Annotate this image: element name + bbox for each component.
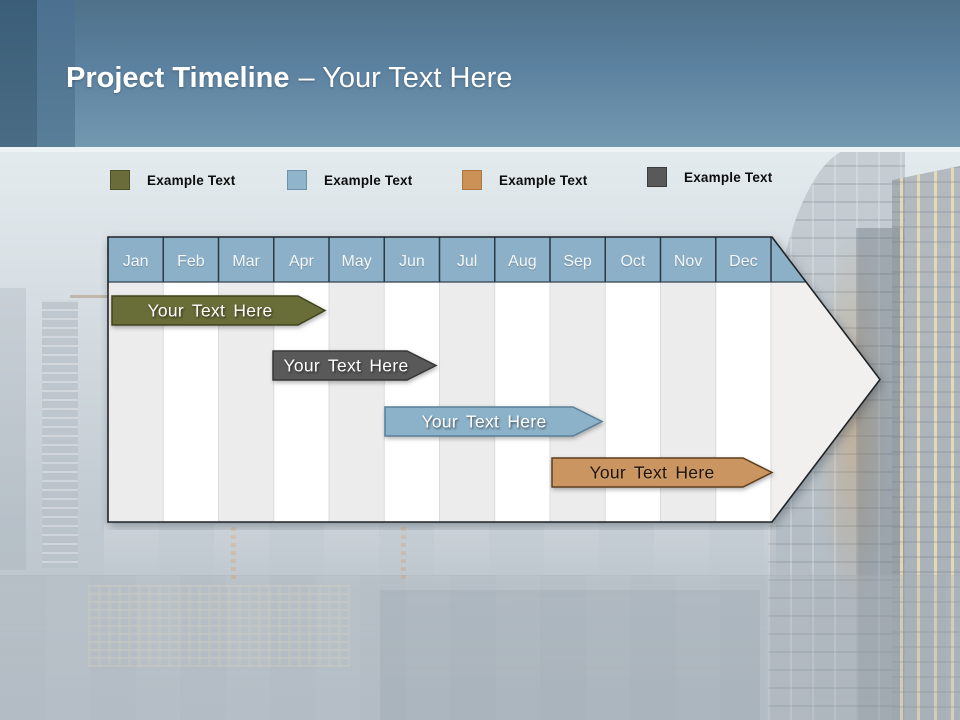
bg-lit-windows — [88, 585, 350, 667]
legend-label: Example Text — [147, 172, 236, 188]
month-header-band — [108, 237, 808, 282]
legend-item-1[interactable]: Example Text — [110, 168, 235, 192]
header-cell-dividers — [162, 237, 772, 282]
month-label: Aug — [508, 253, 536, 270]
bg-bottom-skyline — [0, 575, 960, 720]
legend-swatch-gray — [647, 167, 667, 187]
timeline-bar-3[interactable]: Your Text Here — [384, 406, 604, 437]
legend-item-3[interactable]: Example Text — [462, 168, 587, 192]
legend-item-2[interactable]: Example Text — [287, 168, 412, 192]
bar-arrow-shape[interactable] — [551, 457, 774, 488]
month-label: Feb — [177, 253, 205, 270]
bar-label[interactable]: Your Text Here — [148, 301, 273, 321]
legend-item-4[interactable]: Example Text — [647, 165, 772, 189]
month-label: Sep — [563, 253, 592, 270]
month-label: Jul — [457, 253, 477, 270]
month-label: May — [341, 253, 371, 270]
bg-left-tower — [42, 300, 78, 568]
header-accent-strip-light — [37, 0, 75, 147]
month-labels: Jan Feb Mar Apr May Jun Jul Aug Sep Oct … — [123, 253, 758, 270]
legend-label: Example Text — [684, 169, 773, 185]
slide-header: Project Timeline– Your Text Here — [0, 0, 960, 152]
column-grid-lines — [162, 282, 772, 522]
month-label: Apr — [289, 253, 315, 270]
bg-lit-tower — [892, 166, 960, 720]
timeline-bar-4[interactable]: Your Text Here — [551, 457, 774, 488]
month-label: Oct — [620, 253, 645, 270]
legend-swatch-orange — [462, 170, 482, 190]
slide-title[interactable]: Project Timeline– Your Text Here — [66, 62, 512, 95]
legend-label: Example Text — [324, 172, 413, 188]
bg-crane-reflection — [231, 527, 236, 581]
bar-label[interactable]: Your Text Here — [590, 463, 715, 483]
legend-swatch-olive — [110, 170, 130, 190]
header-bottom-edge — [0, 147, 960, 152]
bg-crane-reflection — [401, 527, 406, 581]
month-label: Nov — [674, 253, 702, 270]
bg-left-building — [0, 288, 26, 570]
month-label: Jun — [399, 253, 425, 270]
bar-label[interactable]: Your Text Here — [284, 356, 409, 376]
month-label: Jan — [123, 253, 149, 270]
timeline-bar-1[interactable]: Your Text Here — [111, 295, 327, 326]
month-label: Mar — [232, 253, 260, 270]
bar-arrow-shape[interactable] — [384, 406, 604, 437]
legend-swatch-blue — [287, 170, 307, 190]
timeline-arrow-body[interactable]: Jan Feb Mar Apr May Jun Jul Aug Sep Oct … — [107, 236, 882, 523]
timeline-table: Jan Feb Mar Apr May Jun Jul Aug Sep Oct … — [107, 236, 882, 523]
slide-title-main: Project Timeline — [66, 62, 290, 94]
legend-label: Example Text — [499, 172, 588, 188]
table-reflection — [104, 524, 776, 588]
bar-label[interactable]: Your Text Here — [422, 412, 547, 432]
timeline-arrow-outline — [107, 236, 882, 523]
bar-arrow-shape[interactable] — [111, 295, 327, 326]
bg-bottom-building — [380, 590, 760, 720]
bar-arrow-shape[interactable] — [272, 350, 438, 381]
header-accent-strip-dark — [0, 0, 37, 147]
month-label: Dec — [729, 253, 757, 270]
timeline-bar-2[interactable]: Your Text Here — [272, 350, 438, 381]
slide-title-placeholder: – Your Text Here — [298, 62, 513, 94]
